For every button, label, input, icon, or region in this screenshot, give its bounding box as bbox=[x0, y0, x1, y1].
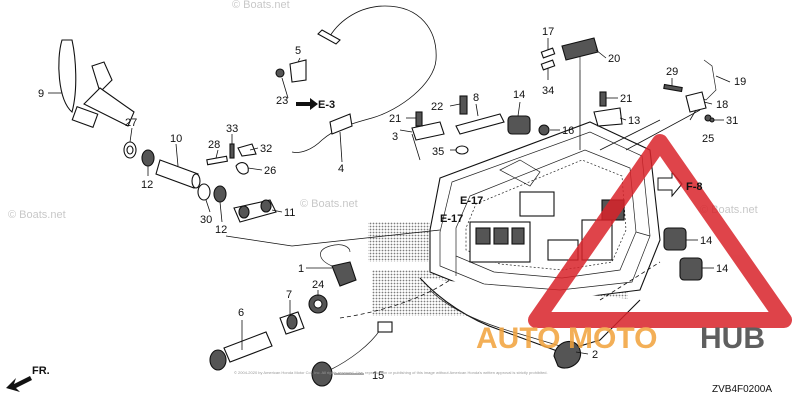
warning-triangle-icon bbox=[528, 134, 792, 328]
callout-30: 30 bbox=[200, 214, 212, 226]
callout-35: 35 bbox=[432, 146, 444, 158]
pin-17 bbox=[540, 47, 556, 59]
lever-18 bbox=[685, 91, 707, 113]
callout-19: 19 bbox=[734, 76, 746, 88]
callout-21a: 21 bbox=[389, 113, 401, 125]
callout-31: 31 bbox=[726, 115, 738, 127]
callout-9: 9 bbox=[38, 88, 44, 100]
cable-6 bbox=[223, 331, 273, 363]
grommet-14b bbox=[663, 227, 687, 251]
callout-26: 26 bbox=[264, 165, 276, 177]
switch-1 bbox=[331, 261, 357, 287]
bolt-22 bbox=[459, 95, 468, 115]
clip-26 bbox=[235, 162, 249, 175]
callout-4: 4 bbox=[338, 163, 344, 175]
pin-33 bbox=[229, 143, 235, 159]
watermark-mid: © Boats.net bbox=[300, 198, 358, 210]
callout-34: 34 bbox=[542, 85, 554, 97]
callout-22: 22 bbox=[431, 101, 443, 113]
callout-11: 11 bbox=[284, 207, 295, 219]
callout-27: 27 bbox=[125, 117, 137, 129]
stay-8 bbox=[455, 113, 505, 135]
under-cover-case bbox=[419, 121, 661, 353]
callout-12b: 12 bbox=[215, 224, 227, 236]
washer-30 bbox=[197, 183, 211, 201]
callout-14a: 14 bbox=[513, 89, 525, 101]
callout-16: 16 bbox=[562, 125, 574, 137]
clip-32 bbox=[237, 143, 257, 157]
bolt-28 bbox=[206, 155, 229, 166]
callout-29: 29 bbox=[666, 66, 678, 78]
connector-15 bbox=[311, 361, 333, 387]
callout-3: 3 bbox=[392, 131, 398, 143]
watermark-left: © Boats.net bbox=[8, 209, 66, 221]
bolt-21a bbox=[415, 111, 423, 127]
callout-32: 32 bbox=[260, 143, 272, 155]
brand-moto: MOTO bbox=[568, 322, 657, 355]
bolt-23 bbox=[275, 68, 285, 78]
front-arrow-icon bbox=[6, 376, 32, 392]
ref-f8: F-8 bbox=[686, 181, 703, 193]
pin-34 bbox=[540, 59, 556, 71]
grommet-14c bbox=[679, 257, 703, 281]
brand-hub: HUB bbox=[700, 322, 765, 355]
callout-1: 1 bbox=[298, 263, 304, 275]
watermark-top: © Boats.net bbox=[232, 0, 290, 11]
cap-2 bbox=[553, 340, 582, 369]
tiller-handle bbox=[58, 39, 135, 129]
callout-25: 25 bbox=[702, 133, 714, 145]
callout-14c: 14 bbox=[716, 263, 728, 275]
diagram-code: ZVB4F0200A bbox=[712, 384, 772, 395]
callout-23: 23 bbox=[276, 95, 288, 107]
pin-29 bbox=[663, 83, 683, 93]
bracket-13 bbox=[593, 107, 623, 127]
ref-e17b: E-17 bbox=[440, 213, 463, 225]
leader-lines bbox=[129, 38, 731, 375]
bracket-5 bbox=[289, 59, 307, 83]
callout-12a: 12 bbox=[141, 179, 153, 191]
bolt-16 bbox=[538, 124, 550, 136]
grommet-12b bbox=[213, 185, 227, 203]
fine-print: © 2004-2020 by American Honda Motor Co.,… bbox=[234, 370, 548, 375]
cable-15 bbox=[329, 329, 381, 371]
e3-arrow-icon bbox=[296, 98, 318, 110]
clip-31 bbox=[709, 117, 715, 123]
callout-21b: 21 bbox=[620, 93, 632, 105]
callout-20: 20 bbox=[608, 53, 620, 65]
callout-24: 24 bbox=[312, 279, 324, 291]
callout-10: 10 bbox=[170, 133, 182, 145]
grommet-14a bbox=[507, 115, 531, 135]
callout-13: 13 bbox=[628, 115, 640, 127]
callout-33: 33 bbox=[226, 123, 238, 135]
callout-2: 2 bbox=[592, 349, 598, 361]
brand-auto: AUTO bbox=[476, 322, 560, 355]
callout-28: 28 bbox=[208, 139, 220, 151]
callout-17: 17 bbox=[542, 26, 554, 38]
callout-18: 18 bbox=[716, 99, 728, 111]
callout-6: 6 bbox=[238, 307, 244, 319]
cable-route-dashed-2 bbox=[599, 261, 661, 301]
grommet-12a bbox=[141, 149, 155, 167]
callout-14b: 14 bbox=[700, 235, 712, 247]
callouts: 9 27 10 12 30 12 28 33 32 26 11 5 23 E-3… bbox=[32, 26, 746, 382]
washer-35 bbox=[455, 145, 469, 155]
cable-route-dashed bbox=[339, 279, 451, 319]
bolt-21b bbox=[599, 91, 607, 107]
throttle-cable-4 bbox=[291, 5, 437, 153]
callout-5: 5 bbox=[295, 45, 301, 57]
automotohub-logo: AUTO MOTO HUB bbox=[476, 134, 792, 355]
ref-e17a: E-17 bbox=[460, 195, 483, 207]
callout-7: 7 bbox=[286, 289, 292, 301]
callout-8: 8 bbox=[473, 92, 479, 104]
ref-e3: E-3 bbox=[318, 99, 335, 111]
ref-fr: FR. bbox=[32, 365, 50, 377]
callout-15: 15 bbox=[372, 370, 384, 382]
tube-10 bbox=[155, 159, 199, 189]
